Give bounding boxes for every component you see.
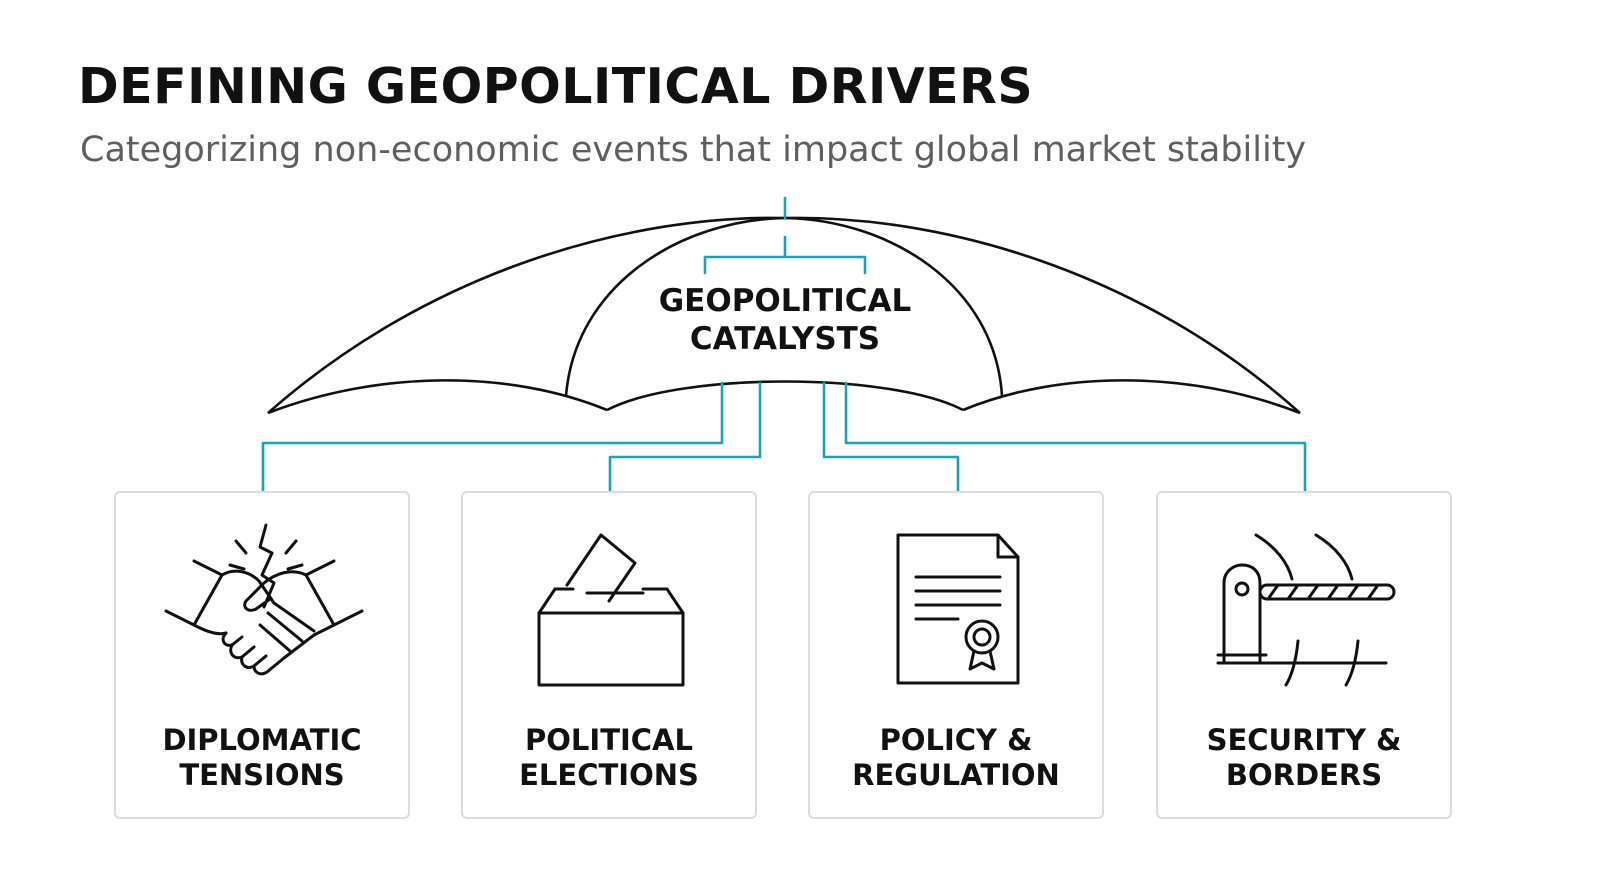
top-bracket	[703, 235, 867, 275]
connector-elections	[608, 381, 762, 493]
card-label-line1: POLITICAL	[525, 723, 693, 757]
umbrella-scallop-left	[267, 379, 608, 415]
card-label-line2: REGULATION	[852, 758, 1060, 792]
page-subtitle: Categorizing non-economic events that im…	[80, 130, 1307, 170]
connector-security	[844, 381, 1307, 493]
connector-lines	[261, 196, 1307, 493]
umbrella-label: GEOPOLITICAL CATALYSTS	[585, 282, 985, 358]
umbrella-label-line2: CATALYSTS	[689, 321, 881, 357]
card-policy-regulation: POLICY & REGULATION	[808, 491, 1104, 819]
umbrella-label-line1: GEOPOLITICAL	[658, 283, 912, 319]
page-title: DEFINING GEOPOLITICAL DRIVERS	[78, 58, 1034, 115]
card-political-elections: POLITICAL ELECTIONS	[461, 491, 757, 819]
certificate-document-icon	[896, 533, 1020, 685]
card-label: SECURITY & BORDERS	[1158, 723, 1450, 793]
connector-policy	[822, 381, 960, 493]
card-label-line1: DIPLOMATIC	[162, 723, 362, 757]
card-label-line2: ELECTIONS	[519, 758, 699, 792]
card-label-line2: TENSIONS	[179, 758, 345, 792]
card-label: POLITICAL ELECTIONS	[463, 723, 755, 793]
card-label: DIPLOMATIC TENSIONS	[116, 723, 408, 793]
umbrella-scallop-right	[962, 379, 1301, 415]
connector-diplomatic	[261, 381, 724, 493]
handshake-icon	[164, 523, 364, 676]
card-label-line2: BORDERS	[1225, 758, 1383, 792]
border-barrier-icon	[1216, 533, 1396, 687]
card-label-line1: POLICY &	[879, 723, 1033, 757]
card-diplomatic-tensions: DIPLOMATIC TENSIONS	[114, 491, 410, 819]
ballot-box-icon	[537, 533, 685, 687]
card-label: POLICY & REGULATION	[810, 723, 1102, 793]
umbrella-scallop-mid	[606, 380, 964, 412]
card-security-borders: SECURITY & BORDERS	[1156, 491, 1452, 819]
card-label-line1: SECURITY &	[1206, 723, 1402, 757]
